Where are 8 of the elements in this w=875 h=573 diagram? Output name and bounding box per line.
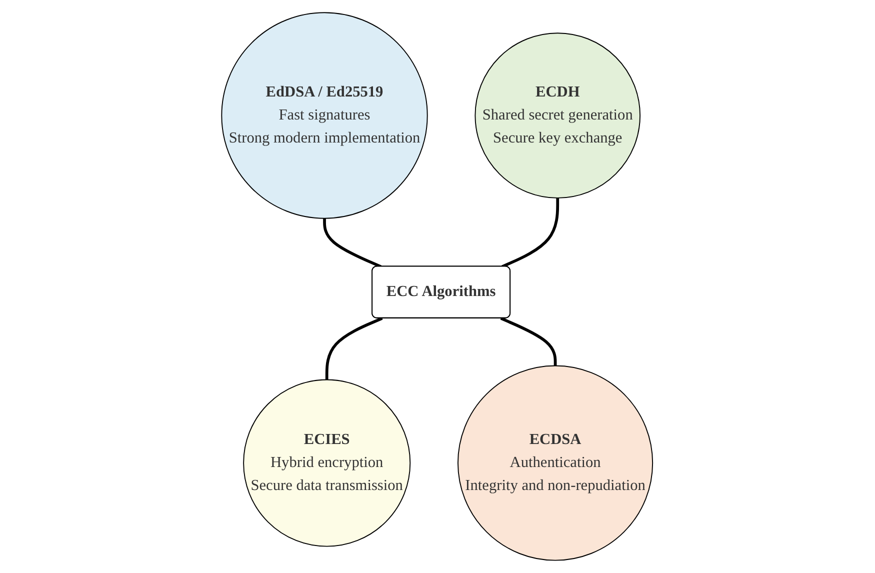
connector — [502, 198, 560, 268]
node-circle: ECDH Shared secret generation Secure key exchange — [475, 32, 641, 198]
connector — [500, 317, 558, 366]
connector — [326, 317, 384, 380]
connector — [323, 218, 382, 268]
node-circle: ECDSA Authentication Integrity and non-repudiation — [458, 365, 654, 561]
node-circle: EdDSA / Ed25519 Fast signatures Strong modern implementation — [222, 12, 428, 219]
node-circle: ECIES Hybrid encryption Secure data transmission — [243, 379, 411, 547]
